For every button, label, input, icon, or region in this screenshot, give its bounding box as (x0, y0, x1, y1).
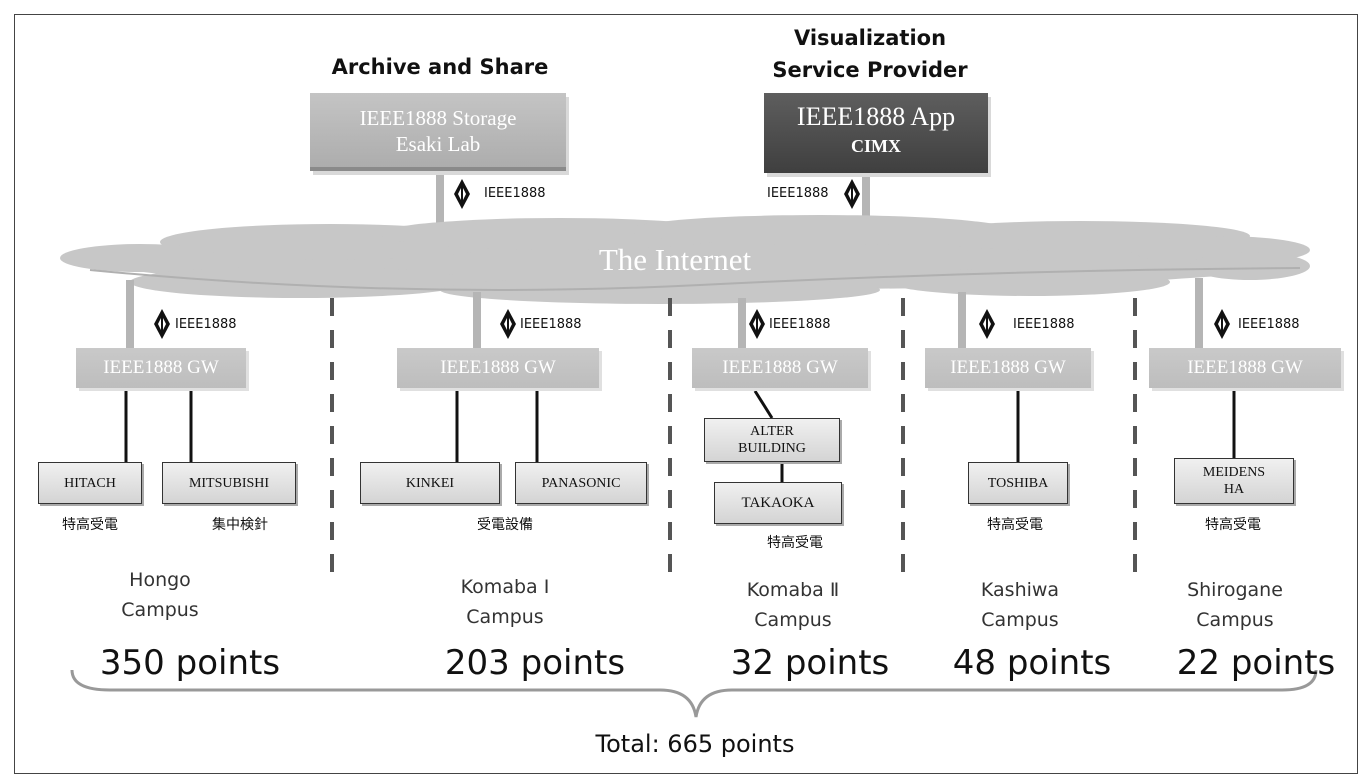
vendor-box-takaoka: TAKAOKA (714, 482, 842, 524)
points-hongo: 350 points (99, 643, 281, 683)
vendor-box-alter-building: ALTER BUILDING (704, 418, 840, 462)
gateway-hongo: IEEE1888 GW (76, 348, 246, 388)
campus-name-komaba1: Komaba Ⅰ Campus (460, 576, 550, 628)
campus-name-komaba2: Komaba Ⅱ Campus (746, 579, 840, 631)
app-line1: IEEE1888 App (796, 102, 956, 131)
note-komaba1: 受電設備 (477, 517, 533, 533)
vendor-box-panasonic: PANASONIC (515, 462, 647, 504)
internet-cloud (60, 215, 1310, 304)
campus-name-kashiwa: Kashiwa Campus (980, 579, 1060, 631)
total-brace (70, 669, 1318, 718)
campus-name-hongo: Hongo Campus (121, 569, 199, 621)
vendor-box-hitach: HITACH (38, 462, 142, 504)
app-box: IEEE1888 App CIMX (764, 93, 988, 173)
protocol-label-app: IEEE1888 (767, 186, 829, 201)
total-points: Total: 665 points (595, 730, 795, 758)
note-komaba2: 特高受電 (767, 535, 823, 551)
protocol-label-komaba2: IEEE1888 (769, 317, 831, 332)
points-komaba1: 203 points (444, 643, 626, 683)
vendor-connector (753, 390, 774, 419)
storage-line2: Esaki Lab (395, 132, 481, 156)
protocol-label-storage: IEEE1888 (484, 186, 546, 201)
protocol-label-komaba1: IEEE1888 (520, 317, 582, 332)
vendor-box-meidensha: MEIDENSHA (1174, 458, 1294, 504)
points-kashiwa: 48 points (952, 643, 1112, 683)
protocol-label-hongo: IEEE1888 (175, 317, 237, 332)
note-hongo-1: 特高受電 (62, 517, 118, 533)
vendor-box-mitsubishi: MITSUBISHI (162, 462, 296, 504)
gateway-shirogane: IEEE1888 GW (1149, 348, 1341, 388)
app-line2: CIMX (851, 136, 901, 156)
campus-name-shirogane: Shirogane Campus (1187, 579, 1283, 631)
points-komaba2: 32 points (730, 643, 890, 683)
note-hongo-2: 集中検針 (212, 517, 268, 533)
internet-label: The Internet (598, 242, 752, 277)
points-shirogane: 22 points (1176, 643, 1336, 683)
visualization-heading: Visualization Service Provider (772, 26, 968, 82)
protocol-icons (154, 179, 1230, 339)
archive-heading: Archive and Share (331, 55, 549, 79)
note-shirogane: 特高受電 (1205, 517, 1261, 533)
protocol-label-shirogane: IEEE1888 (1238, 317, 1300, 332)
protocol-label-kashiwa: IEEE1888 (1013, 317, 1075, 332)
gateway-kashiwa: IEEE1888 GW (925, 348, 1091, 388)
gateway-komaba1: IEEE1888 GW (397, 348, 599, 388)
storage-line1: IEEE1888 Storage (359, 106, 517, 130)
vendor-box-toshiba: TOSHIBA (968, 462, 1068, 504)
gateway-komaba2: IEEE1888 GW (692, 348, 868, 388)
note-kashiwa: 特高受電 (987, 517, 1043, 533)
vendor-box-kinkei: KINKEI (360, 462, 500, 504)
storage-box: IEEE1888 Storage Esaki Lab (310, 93, 566, 171)
